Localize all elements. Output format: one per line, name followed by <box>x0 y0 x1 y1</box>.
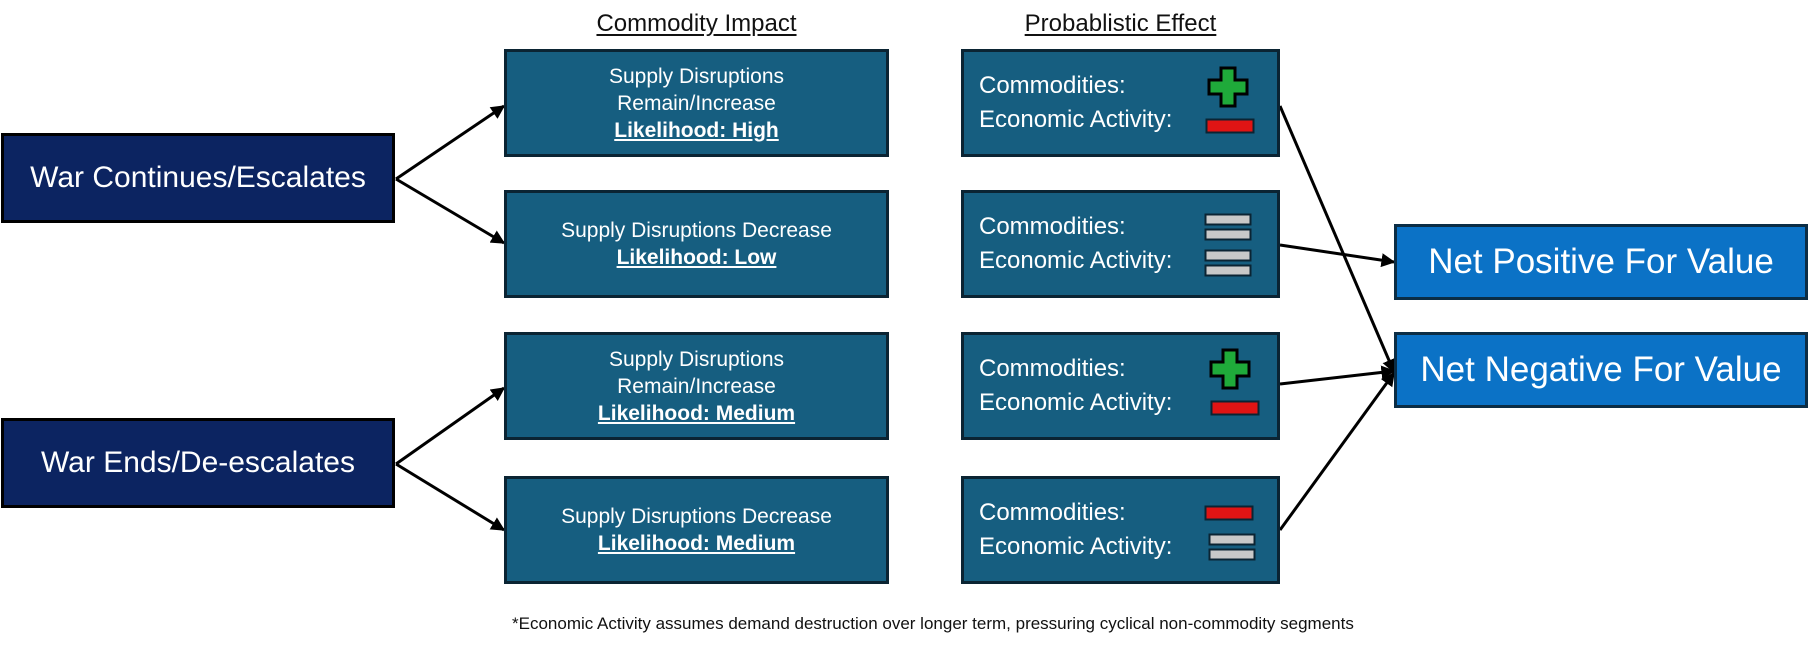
impact-box-2: Supply Disruptions Decrease Likelihood: … <box>504 190 889 298</box>
arrow-effect3-to-negative <box>1279 365 1396 386</box>
plus-icon <box>1209 348 1251 390</box>
economic-activity-label: Economic Activity: <box>979 389 1173 416</box>
plus-icon <box>1207 66 1249 108</box>
impact-box-4: Supply Disruptions Decrease Likelihood: … <box>504 476 889 584</box>
minus-icon <box>1205 118 1255 134</box>
arrow-effect2-to-positive <box>1279 243 1396 268</box>
impact-text: Supply Disruptions <box>608 64 785 88</box>
effect-box-1: Commodities: Economic Activity: <box>961 49 1280 157</box>
minus-icon <box>1204 505 1254 521</box>
commodities-label: Commodities: <box>979 72 1126 99</box>
economic-activity-label: Economic Activity: <box>979 106 1173 133</box>
scenario-war-continues: War Continues/Escalates <box>1 133 395 223</box>
equal-icon <box>1208 533 1256 561</box>
likelihood-label: Likelihood: Medium <box>597 532 796 555</box>
likelihood-label: Likelihood: High <box>614 118 779 142</box>
equal-icon <box>1204 213 1252 241</box>
likelihood-label: Likelihood: Low <box>616 246 777 269</box>
effect-box-2: Commodities: Economic Activity: <box>961 190 1280 298</box>
impact-box-3: Supply Disruptions Remain/Increase Likel… <box>504 332 889 440</box>
commodities-label: Commodities: <box>979 499 1126 526</box>
impact-text: Supply Disruptions Decrease <box>561 505 832 528</box>
arrow-escalates-to-high <box>395 104 506 181</box>
arrow-escalates-to-low <box>395 177 506 245</box>
commodities-label: Commodities: <box>979 213 1126 240</box>
impact-text: Supply Disruptions <box>608 347 785 371</box>
arrow-ends-to-medium-decrease <box>395 462 506 532</box>
effect-box-4: Commodities: Economic Activity: <box>961 476 1280 584</box>
arrow-ends-to-medium-increase <box>395 386 506 466</box>
economic-activity-label: Economic Activity: <box>979 247 1173 274</box>
equal-icon <box>1204 249 1252 277</box>
header-probabilistic-effect: Probablistic Effect <box>1024 10 1217 37</box>
economic-activity-label: Economic Activity: <box>979 533 1173 560</box>
impact-box-1: Supply Disruptions Remain/Increase Likel… <box>504 49 889 157</box>
likelihood-label: Likelihood: Medium <box>597 401 796 425</box>
effect-box-3: Commodities: Economic Activity: <box>961 332 1280 440</box>
arrow-effect1-to-negative <box>1278 105 1396 374</box>
impact-text: Supply Disruptions Decrease <box>561 219 832 242</box>
header-commodity-impact: Commodity Impact <box>596 10 797 37</box>
arrow-effect4-to-negative <box>1278 371 1396 531</box>
outcome-net-positive: Net Positive For Value <box>1394 224 1808 300</box>
impact-text: Remain/Increase <box>617 91 776 115</box>
minus-icon <box>1210 400 1260 416</box>
commodities-label: Commodities: <box>979 355 1126 382</box>
scenario-war-ends: War Ends/De-escalates <box>1 418 395 508</box>
footnote: *Economic Activity assumes demand destru… <box>512 614 1354 633</box>
impact-text: Remain/Increase <box>617 374 776 398</box>
outcome-net-negative: Net Negative For Value <box>1394 332 1808 408</box>
